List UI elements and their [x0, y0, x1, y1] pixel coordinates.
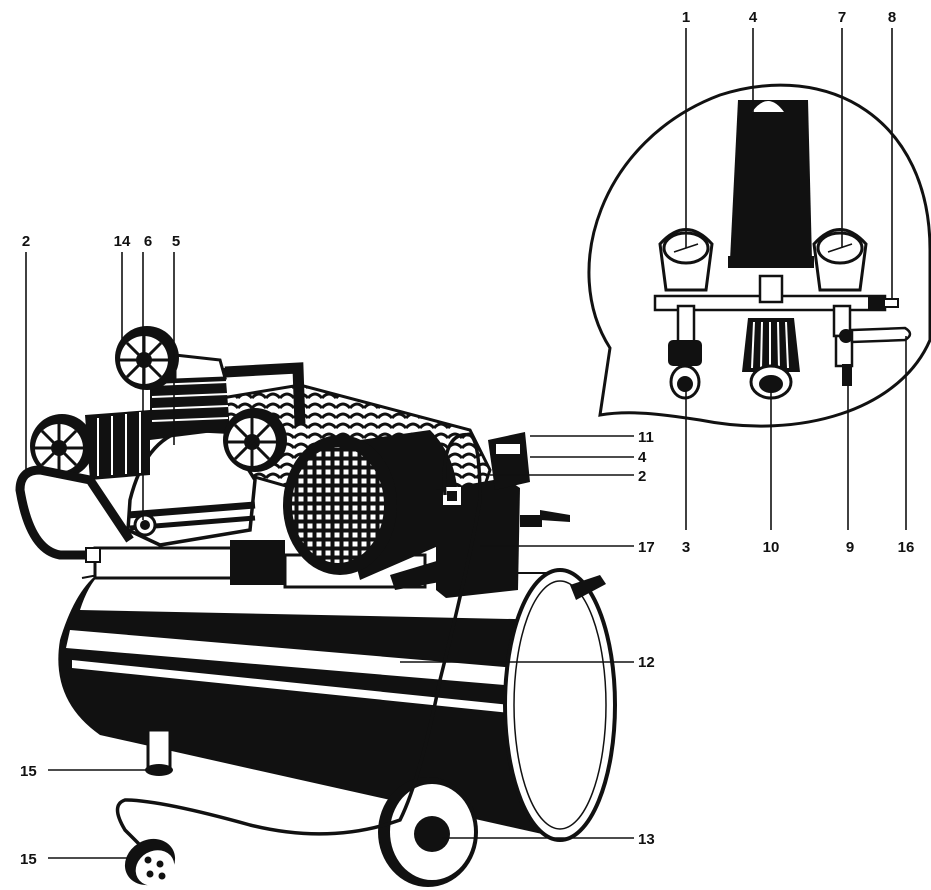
power-cable [115, 432, 482, 847]
label-7: 7 [838, 9, 846, 26]
label-5: 5 [172, 233, 180, 250]
electric-motor [283, 430, 458, 590]
label-16: 16 [898, 539, 915, 556]
detail-callout [587, 83, 931, 428]
label-13: 13 [638, 831, 655, 848]
part-labels: 1 4 7 8 2 14 6 5 11 4 2 17 3 10 9 16 12 … [20, 9, 914, 868]
compressor-pump [85, 353, 306, 547]
label-3: 3 [682, 539, 690, 556]
air-filter-top [115, 326, 179, 390]
label-6: 6 [144, 233, 152, 250]
carry-handle [15, 465, 134, 560]
power-plug [124, 838, 176, 886]
right-pressure-gauge [812, 228, 868, 292]
air-filter-right [223, 408, 287, 472]
label-9: 9 [846, 539, 854, 556]
label-8: 8 [888, 9, 896, 26]
label-4-main: 4 [638, 449, 647, 466]
pressure-switch-handle [730, 100, 812, 260]
left-pressure-gauge [658, 228, 714, 292]
label-10: 10 [763, 539, 780, 556]
label-1: 1 [682, 9, 690, 26]
label-11: 11 [638, 429, 654, 446]
label-12: 12 [638, 654, 655, 671]
air-tank [58, 568, 617, 842]
wheel [378, 777, 478, 887]
label-2-main: 2 [638, 468, 646, 485]
label-17: 17 [638, 539, 655, 556]
label-14: 14 [114, 233, 131, 250]
label-4-detail: 4 [749, 9, 758, 26]
leader-lines [25, 28, 907, 859]
label-15-foot: 15 [20, 763, 37, 780]
label-2-handle: 2 [22, 233, 30, 250]
label-15-plug: 15 [20, 851, 37, 868]
compressor-body [15, 326, 617, 887]
air-filter-left [30, 414, 94, 478]
